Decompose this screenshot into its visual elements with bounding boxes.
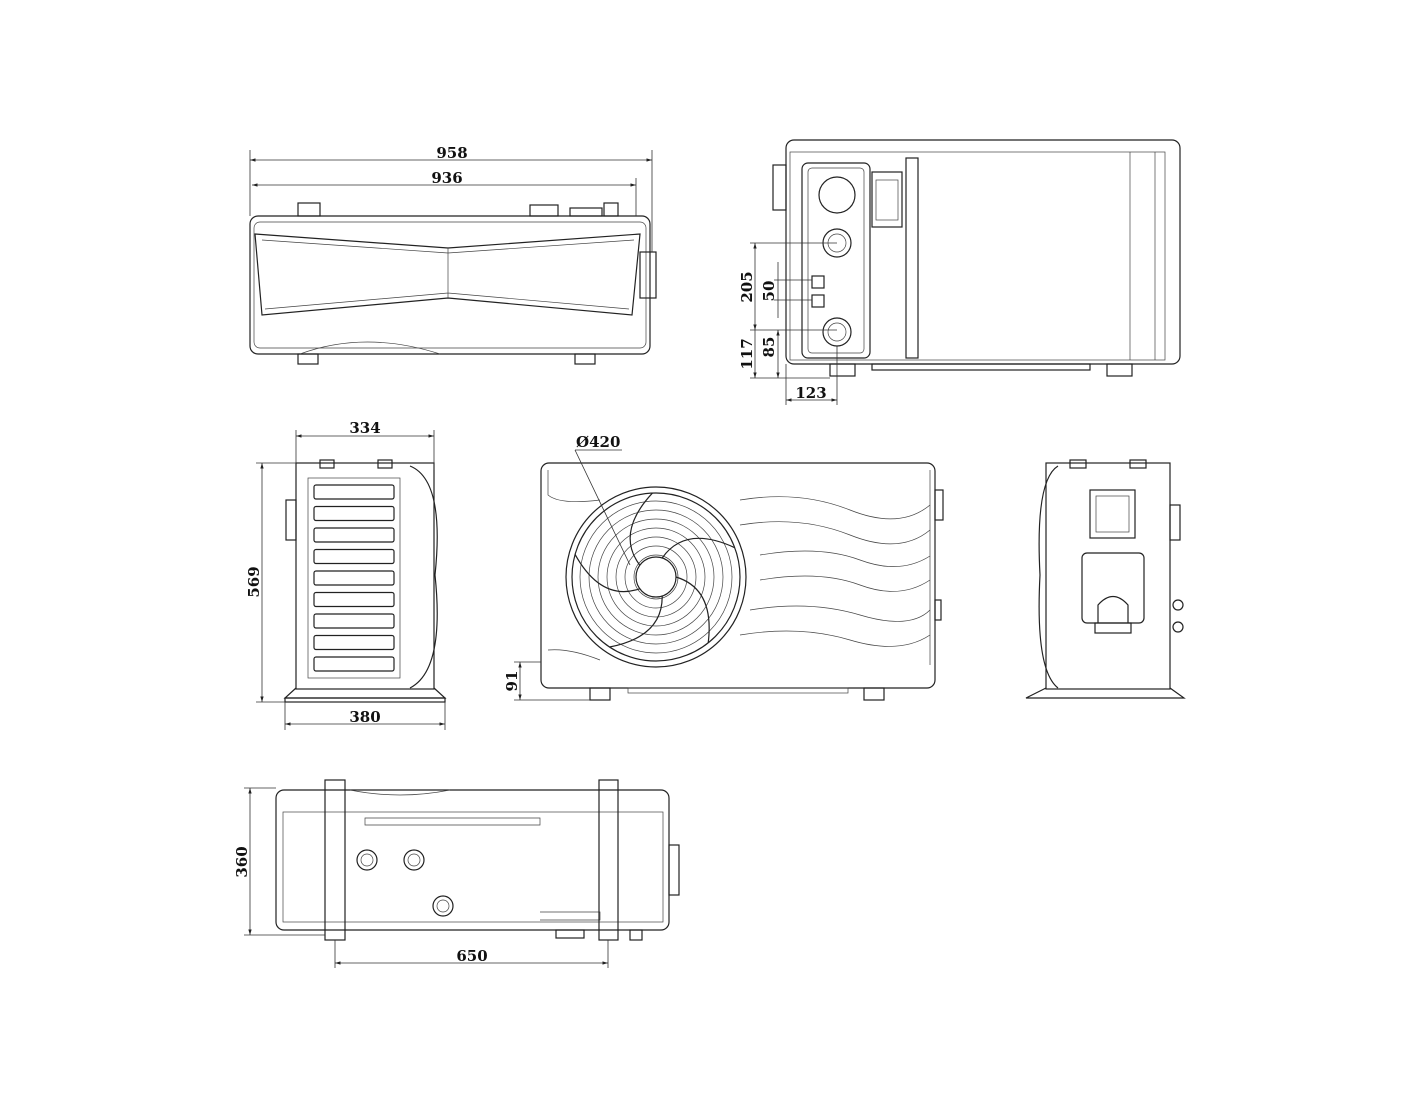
grille-slat [313, 634, 395, 651]
fan-guard-ring [615, 536, 697, 618]
grille-slat [313, 548, 395, 565]
grille-slat [313, 505, 395, 522]
dim-360: 360 [233, 846, 251, 877]
dim-50: 50 [760, 281, 778, 302]
fan-guard-ring [624, 545, 688, 609]
side-view: 205 50 117 85 123 [738, 139, 1181, 405]
dim-650: 650 [456, 947, 487, 965]
fan-view: Ø420 91 [503, 433, 944, 701]
dim-91: 91 [503, 671, 521, 692]
fan-blade [629, 492, 653, 566]
top-view: 958 936 [249, 144, 657, 365]
grille-slat [313, 484, 395, 500]
front-view: 334 569 380 [245, 419, 447, 730]
fan-guard-ring [579, 500, 733, 654]
dim-overall-length: 958 [436, 144, 467, 162]
dim-117: 117 [738, 338, 756, 369]
fan-blade [609, 596, 663, 648]
grille-slat [313, 656, 395, 672]
fan-guard-ring [633, 554, 679, 600]
fan-guard-ring [606, 527, 706, 627]
dim-body-length: 936 [431, 169, 462, 187]
fan-guard-ring [597, 518, 715, 636]
bottom-view: 360 650 [233, 779, 680, 968]
dim-205: 205 [738, 271, 756, 302]
dim-fan-diameter: Ø420 [576, 433, 620, 451]
dim-334: 334 [349, 419, 380, 437]
grille-slat [313, 527, 395, 543]
fan-guard-ring [588, 509, 724, 645]
fan-hub [635, 556, 677, 598]
grille-slat [313, 570, 395, 586]
fan-blade [675, 576, 710, 643]
fan-blade [661, 537, 735, 559]
grille-slat [313, 591, 395, 608]
rear-side-view [1025, 459, 1186, 699]
dim-123: 123 [795, 384, 826, 402]
grille-slat [313, 613, 395, 629]
fan-blade [574, 554, 641, 593]
dim-85: 85 [760, 337, 778, 358]
dim-380: 380 [349, 708, 380, 726]
dim-569: 569 [245, 566, 263, 597]
